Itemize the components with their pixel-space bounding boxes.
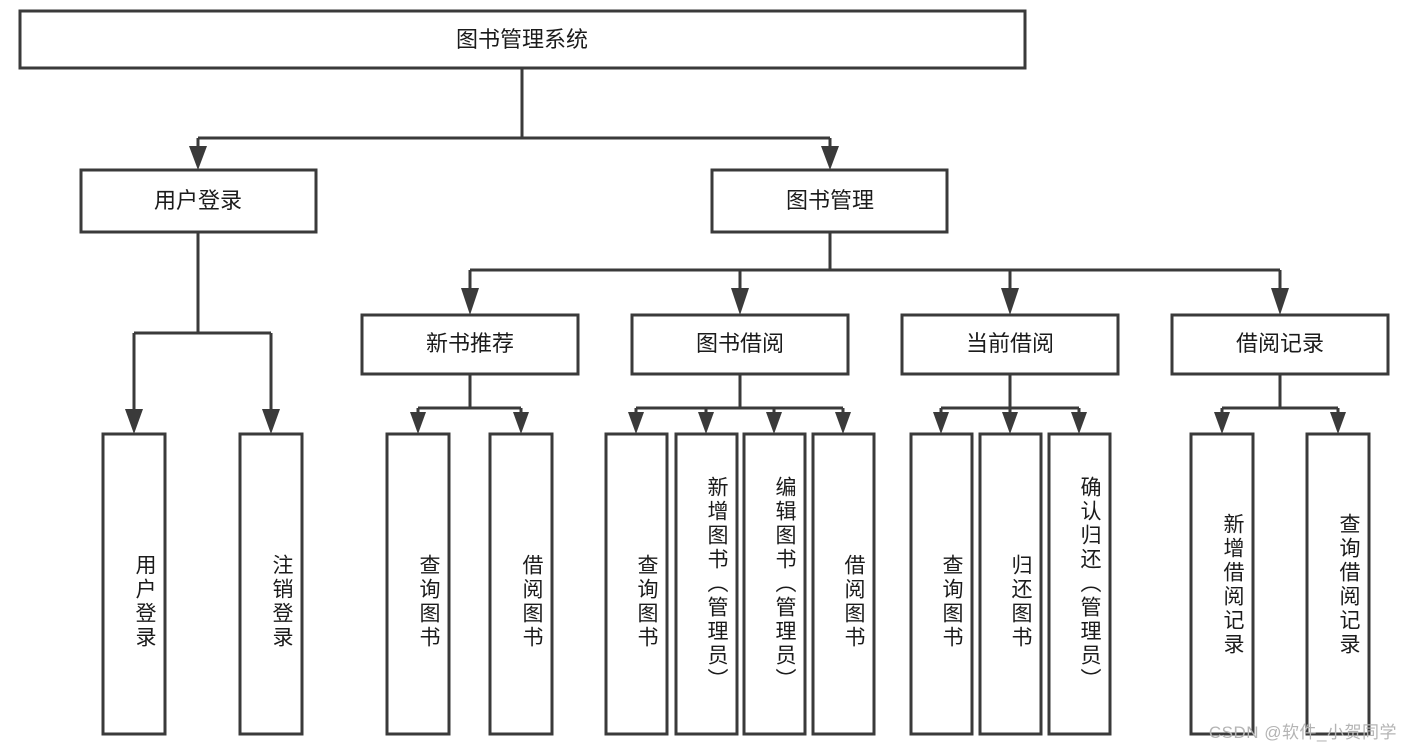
node-root-label: 图书管理系统 — [456, 27, 588, 52]
arrowhead-icon — [1271, 288, 1289, 315]
node-borrow-record-box[interactable] — [1170, 313, 1390, 376]
node-leaf-return-book-box[interactable] — [978, 432, 1043, 736]
connector-newbook-bus — [416, 374, 523, 424]
arrowhead-group — [125, 146, 1346, 434]
arrowhead-icon — [835, 412, 851, 434]
node-leaf-confirm-return-box[interactable] — [1047, 432, 1112, 736]
arrowhead-icon — [1071, 412, 1087, 434]
node-new-book-recommend[interactable]: 新书推荐 — [360, 313, 580, 376]
node-root[interactable]: 图书管理系统 — [18, 9, 1027, 70]
connector-borrowrecord-bus — [1220, 374, 1340, 424]
connector-group — [132, 68, 1340, 424]
node-book-borrow[interactable]: 图书借阅 — [630, 313, 850, 376]
arrowhead-icon — [1330, 412, 1346, 434]
arrowhead-icon — [933, 412, 949, 434]
arrowhead-icon — [628, 412, 644, 434]
arrowhead-icon — [189, 146, 207, 170]
connector-root-bus — [196, 68, 832, 160]
node-leaf-user-login-box[interactable] — [101, 432, 167, 736]
node-book-borrow-label: 图书借阅 — [696, 331, 784, 356]
arrowhead-icon — [1002, 412, 1018, 434]
leaf-box-group — [101, 432, 1371, 736]
arrowhead-icon — [513, 412, 529, 434]
node-book-borrow-box[interactable] — [630, 313, 850, 376]
node-user-login[interactable]: 用户登录 — [79, 168, 318, 234]
node-current-borrow-label: 当前借阅 — [966, 331, 1054, 356]
node-leaf-add-book-box[interactable] — [674, 432, 739, 736]
arrowhead-icon — [262, 409, 280, 434]
arrowhead-icon — [731, 288, 749, 315]
node-root-box[interactable] — [18, 9, 1027, 70]
node-leaf-query-book-1-box[interactable] — [385, 432, 451, 736]
node-leaf-add-record-box[interactable] — [1189, 432, 1255, 736]
node-leaf-user-logout-box[interactable] — [238, 432, 304, 736]
arrowhead-icon — [410, 412, 426, 434]
arrowhead-icon — [125, 409, 143, 434]
node-borrow-record[interactable]: 借阅记录 — [1170, 313, 1390, 376]
node-book-manage[interactable]: 图书管理 — [710, 168, 949, 234]
connector-bookmanage-bus — [468, 232, 1282, 305]
node-borrow-record-label: 借阅记录 — [1236, 331, 1324, 356]
node-book-manage-label: 图书管理 — [786, 188, 874, 213]
arrowhead-icon — [698, 412, 714, 434]
node-leaf-query-book-3-box[interactable] — [909, 432, 974, 736]
node-user-login-box[interactable] — [79, 168, 318, 234]
connector-bookborrow-bus — [634, 374, 845, 424]
arrowhead-icon — [1214, 412, 1230, 434]
arrowhead-icon — [766, 412, 782, 434]
node-user-login-label: 用户登录 — [154, 188, 242, 213]
connector-userlogin-bus — [132, 232, 273, 424]
node-new-book-recommend-box[interactable] — [360, 313, 580, 376]
node-book-manage-box[interactable] — [710, 168, 949, 234]
node-current-borrow[interactable]: 当前借阅 — [900, 313, 1120, 376]
arrowhead-icon — [821, 146, 839, 170]
node-leaf-query-book-2-box[interactable] — [604, 432, 669, 736]
watermark-text: CSDN @软件_小贺同学 — [1208, 723, 1397, 742]
node-leaf-borrow-book-1-box[interactable] — [488, 432, 554, 736]
arrowhead-icon — [1001, 288, 1019, 315]
node-leaf-borrow-book-2-box[interactable] — [811, 432, 876, 736]
arrowhead-icon — [461, 288, 479, 315]
node-leaf-query-record-box[interactable] — [1305, 432, 1371, 736]
node-leaf-edit-book-box[interactable] — [742, 432, 807, 736]
node-current-borrow-box[interactable] — [900, 313, 1120, 376]
node-new-book-recommend-label: 新书推荐 — [426, 331, 514, 356]
